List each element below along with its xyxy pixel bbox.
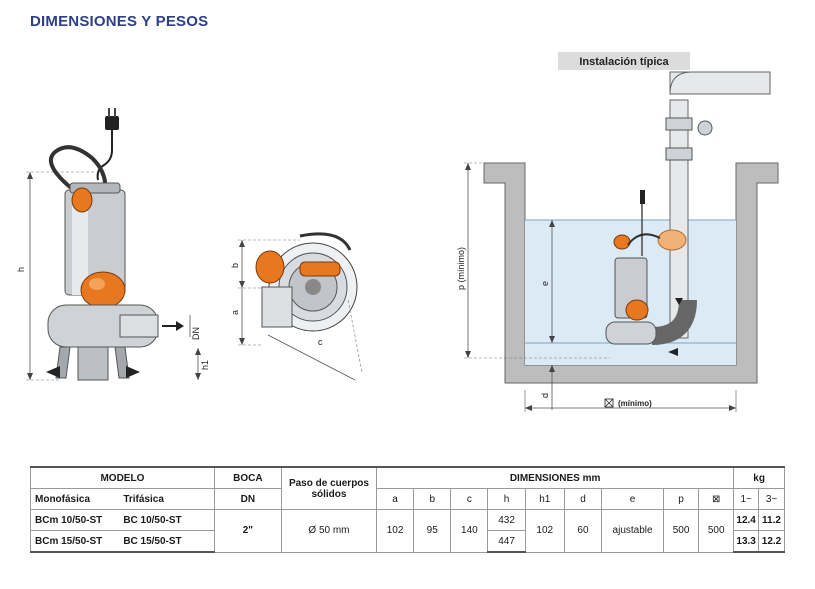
dim-a-label: a bbox=[230, 310, 240, 315]
specs-table: MODELO BOCA Paso de cuerpos sólidos DIME… bbox=[30, 466, 785, 553]
dim-width-label: (mínimo) bbox=[618, 399, 652, 408]
table-row: BCm 15/50-ST BC 15/50-ST 447 13.3 12.2 bbox=[30, 530, 785, 553]
row1-kg3: 11.2 bbox=[758, 509, 785, 531]
row1-tri: BC 10/50-ST bbox=[119, 509, 215, 531]
table-row: BCm 10/50-ST BC 10/50-ST 2" Ø 50 mm 102 … bbox=[30, 509, 785, 553]
row2-kg1: 13.3 bbox=[733, 530, 760, 553]
cell-paso: Ø 50 mm bbox=[280, 509, 377, 553]
dim-h-label: h bbox=[16, 267, 26, 272]
cell-e: ajustable bbox=[601, 509, 665, 553]
cell-p: 500 bbox=[663, 509, 700, 553]
header-kg3: 3~ bbox=[758, 488, 785, 510]
row2-mono: BCm 15/50-ST bbox=[30, 530, 120, 553]
dim-dn-label: DN bbox=[191, 327, 201, 340]
header-col-p: p bbox=[663, 488, 700, 510]
dim-h1-label: h1 bbox=[200, 360, 210, 370]
header-col-h1: h1 bbox=[524, 488, 565, 510]
row2-h: 447 bbox=[487, 530, 526, 553]
row1-kg1: 12.4 bbox=[733, 509, 760, 531]
cell-boca: 2" bbox=[213, 509, 282, 553]
cell-h1: 102 bbox=[524, 509, 565, 553]
dim-p-label: p (mínimo) bbox=[456, 247, 466, 290]
cell-d: 60 bbox=[563, 509, 603, 553]
dim-b-label: b bbox=[230, 263, 240, 268]
page-title: DIMENSIONES Y PESOS bbox=[30, 13, 209, 30]
header-col-h: h bbox=[487, 488, 526, 510]
dim-d-label: d bbox=[540, 393, 550, 398]
header-col-width: ⊠ bbox=[698, 488, 735, 510]
cell-a: 102 bbox=[375, 509, 415, 553]
dim-c-label: c bbox=[318, 337, 323, 347]
header-col-a: a bbox=[375, 488, 415, 510]
pump-top-view: b a c bbox=[230, 232, 363, 381]
installation-view: Instalación típica p (mínimo) bbox=[456, 52, 779, 412]
header-monofasica: Monofásica bbox=[30, 488, 120, 510]
row1-mono: BCm 10/50-ST bbox=[30, 509, 120, 531]
header-kg1: 1~ bbox=[733, 488, 760, 510]
header-col-e: e bbox=[601, 488, 665, 510]
header-trifasica: Trifásica bbox=[119, 488, 215, 510]
install-title: Instalación típica bbox=[579, 56, 669, 68]
row2-kg3: 12.2 bbox=[758, 530, 785, 553]
dim-e-label: e bbox=[540, 281, 550, 286]
header-dimensiones: DIMENSIONES mm bbox=[375, 466, 735, 489]
header-boca: BOCA bbox=[213, 466, 282, 489]
pump-side-view: h DN h1 bbox=[16, 108, 210, 381]
header-modelo: MODELO bbox=[30, 466, 215, 489]
row2-tri: BC 15/50-ST bbox=[119, 530, 215, 553]
pump-diagrams: h DN h1 bbox=[16, 52, 779, 412]
header-dn: DN bbox=[213, 488, 282, 510]
header-col-c: c bbox=[450, 488, 489, 510]
header-paso: Paso de cuerpos sólidos bbox=[280, 466, 377, 510]
cell-c: 140 bbox=[450, 509, 489, 553]
row1-h: 432 bbox=[487, 509, 526, 531]
header-col-b: b bbox=[413, 488, 452, 510]
cell-width: 500 bbox=[698, 509, 735, 553]
header-col-d: d bbox=[563, 488, 603, 510]
cell-b: 95 bbox=[413, 509, 452, 553]
header-kg: kg bbox=[733, 466, 785, 489]
